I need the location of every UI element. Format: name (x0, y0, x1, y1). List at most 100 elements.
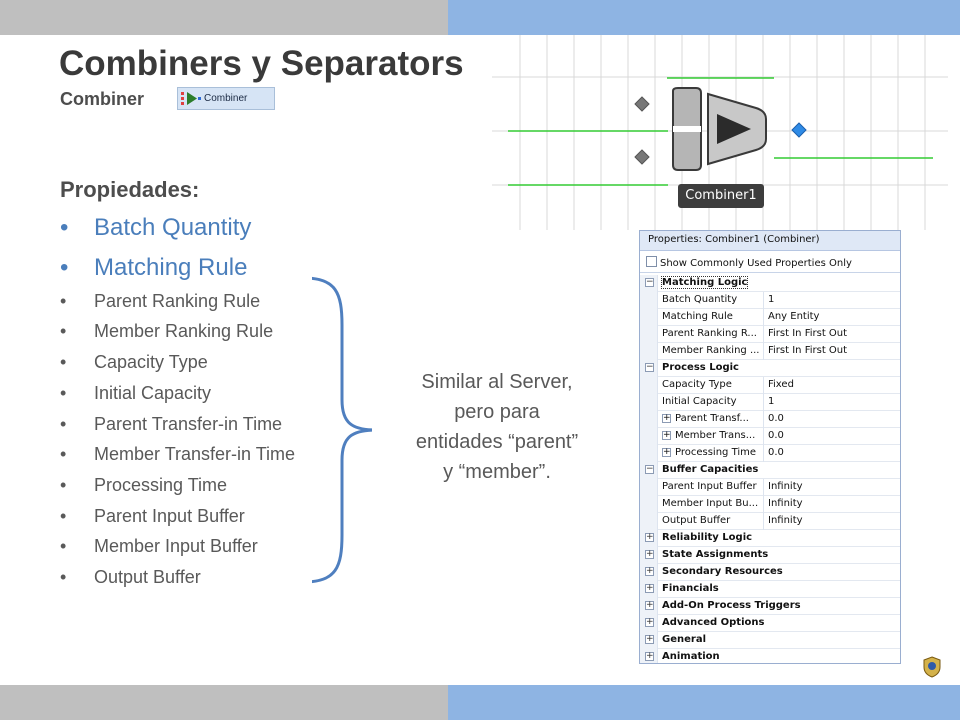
bottom-band-blue (448, 685, 960, 720)
expand-icon[interactable]: + (645, 549, 654, 559)
curly-brace (312, 276, 372, 584)
collapse-icon[interactable]: − (645, 464, 654, 474)
property-row[interactable]: + Processing Time 0.0 (640, 445, 900, 462)
slide-title: Combiners y Separators (59, 44, 464, 83)
property-row[interactable]: Initial Capacity 1 (640, 394, 900, 411)
expand-icon[interactable]: + (645, 583, 654, 593)
top-band-blue (448, 0, 960, 35)
property-value[interactable]: Infinity (768, 481, 803, 492)
property-label: Initial Capacity (662, 396, 737, 407)
property-category-row[interactable]: + Secondary Resources (640, 564, 900, 581)
checkbox-label: Show Commonly Used Properties Only (660, 258, 852, 269)
property-category-row[interactable]: +Add-On Process Triggers (640, 598, 900, 615)
property-category-row[interactable]: +General (640, 632, 900, 649)
expand-icon[interactable]: + (645, 634, 654, 644)
property-row[interactable]: Batch Quantity 1 (640, 292, 900, 309)
row-gutter (640, 411, 658, 428)
column-divider (763, 377, 764, 394)
university-seal-icon (923, 656, 941, 678)
slide-subtitle: Combiner (60, 89, 145, 109)
property-category-row[interactable]: −Process Logic (640, 360, 900, 377)
diamond-node-icon[interactable] (634, 96, 650, 112)
expand-icon[interactable]: + (645, 617, 654, 627)
property-label: Processing Time (675, 447, 757, 458)
similar-note: Similar al Server, pero para entidades “… (415, 371, 579, 483)
category-label: Animation (662, 651, 720, 662)
row-gutter (640, 326, 658, 343)
property-value[interactable]: Infinity (768, 515, 803, 526)
property-value[interactable]: First In First Out (768, 345, 848, 356)
collapse-icon[interactable]: − (645, 362, 654, 372)
expand-icon[interactable]: + (645, 600, 654, 610)
property-category-row[interactable]: +Financials (640, 581, 900, 598)
property-value[interactable]: 0.0 (768, 413, 784, 424)
diamond-node-icon[interactable] (791, 122, 807, 138)
checkbox-box[interactable] (646, 256, 657, 267)
property-value[interactable]: Fixed (768, 379, 794, 390)
column-divider (763, 309, 764, 326)
object-label[interactable]: Combiner1 (678, 184, 764, 208)
property-row[interactable]: + Member Trans... 0.0 (640, 428, 900, 445)
column-divider (763, 326, 764, 343)
combiner-library-chip: Combiner (177, 87, 275, 110)
expand-icon[interactable]: + (645, 532, 654, 542)
row-gutter (640, 445, 658, 462)
expand-icon[interactable]: + (662, 447, 671, 457)
category-label: State Assignments (662, 549, 769, 560)
properties-panel-title: Properties: Combiner1 (Combiner) (640, 231, 900, 251)
combiner-object-icon[interactable] (670, 86, 770, 172)
property-category-row[interactable]: + State Assignments (640, 547, 900, 564)
column-divider (763, 292, 764, 309)
expand-icon[interactable]: + (645, 651, 654, 661)
row-gutter (640, 394, 658, 411)
properties-panel[interactable]: Properties: Combiner1 (Combiner) Show Co… (639, 230, 901, 664)
diamond-node-icon[interactable] (634, 149, 650, 165)
property-label: Batch Quantity (662, 294, 738, 305)
model-canvas[interactable]: Combiner1 (492, 35, 948, 230)
column-divider (763, 513, 764, 530)
property-label: Parent Ranking R... (662, 328, 757, 339)
property-value[interactable]: 1 (768, 294, 775, 305)
property-value[interactable]: 1 (768, 396, 775, 407)
properties-heading: Propiedades: (60, 177, 200, 202)
property-value[interactable]: 0.0 (768, 447, 784, 458)
expand-icon[interactable]: + (662, 430, 671, 440)
category-label: Matching Logic (660, 276, 749, 289)
property-category-row[interactable]: + Advanced Options (640, 615, 900, 632)
property-label: Matching Rule (662, 311, 733, 322)
top-band-gray (0, 0, 448, 35)
property-row[interactable]: Parent Ranking R... First In First Out (640, 326, 900, 343)
property-value[interactable]: 0.0 (768, 430, 784, 441)
category-label: Secondary Resources (662, 566, 783, 577)
property-row[interactable]: Matching Rule Any Entity (640, 309, 900, 326)
show-common-properties-checkbox[interactable]: Show Commonly Used Properties Only (640, 251, 900, 273)
row-gutter (640, 292, 658, 309)
property-value[interactable]: Infinity (768, 498, 803, 509)
row-gutter (640, 479, 658, 496)
property-row[interactable]: Member Input Bu...Infinity (640, 496, 900, 513)
column-divider (763, 394, 764, 411)
column-divider (763, 411, 764, 428)
category-label: Buffer Capacities (662, 464, 759, 475)
property-row[interactable]: Member Ranking ...First In First Out (640, 343, 900, 360)
column-divider (763, 445, 764, 462)
property-value[interactable]: Any Entity (768, 311, 820, 322)
property-value[interactable]: First In First Out (768, 328, 848, 339)
property-category-row[interactable]: +Reliability Logic (640, 530, 900, 547)
property-category-row[interactable]: −Matching Logic (640, 275, 900, 292)
category-label: Advanced Options (662, 617, 765, 628)
bottom-band-gray (0, 685, 448, 720)
property-label: Member Trans... (675, 430, 756, 441)
bottom-band (0, 685, 960, 720)
collapse-icon[interactable]: − (645, 277, 654, 287)
row-gutter (640, 513, 658, 530)
expand-icon[interactable]: + (662, 413, 671, 423)
expand-icon[interactable]: + (645, 566, 654, 576)
property-category-row[interactable]: + Animation (640, 649, 900, 663)
row-gutter (640, 343, 658, 360)
property-category-row[interactable]: −Buffer Capacities (640, 462, 900, 479)
property-row[interactable]: +Parent Transf...0.0 (640, 411, 900, 428)
